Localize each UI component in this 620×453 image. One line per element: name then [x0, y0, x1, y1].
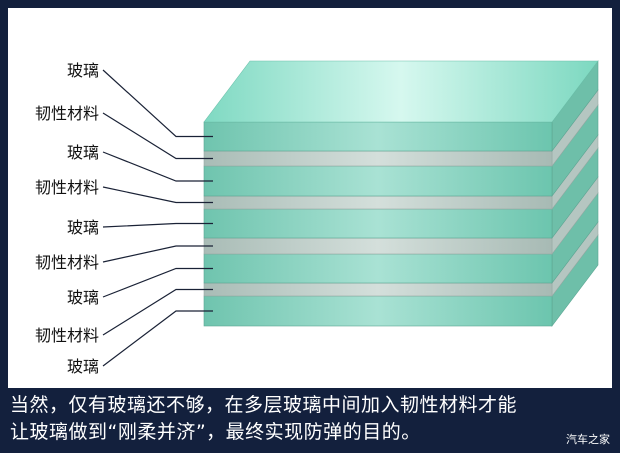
layer-label: 韧性材料: [35, 178, 99, 197]
leader-line: [102, 288, 213, 336]
caption-line-2: 让玻璃做到“刚柔并济”，最终实现防弹的目的。: [10, 421, 421, 443]
layer-front-face: [203, 237, 553, 255]
layer-glass: [203, 60, 599, 152]
layer-top-face: [203, 60, 599, 123]
caption: 当然，仅有玻璃还不够，在多层玻璃中间加入韧性材料才能 让玻璃做到“刚柔并济”，最…: [10, 392, 610, 446]
leader-line: [102, 186, 213, 204]
layer-glass: [203, 104, 599, 197]
layer-label: 韧性材料: [35, 253, 99, 272]
watermark-logo: 汽车之家: [566, 433, 610, 446]
layer-front-face: [203, 150, 553, 167]
layer-label: 玻璃: [67, 357, 99, 376]
layer-glass: [203, 192, 599, 284]
layer-tough-material: [203, 89, 599, 167]
caption-line-1: 当然，仅有玻璃还不够，在多层玻璃中间加入韧性材料才能: [10, 394, 518, 416]
layer-label: 韧性材料: [35, 326, 99, 345]
leader-line: [102, 222, 213, 228]
leader-line: [102, 69, 213, 138]
layer-front-face: [203, 282, 553, 297]
layer-glass: [203, 147, 599, 239]
leader-line: [102, 245, 213, 263]
layer-label: 玻璃: [67, 61, 99, 80]
layer-front-face: [203, 121, 553, 152]
layer-front-face: [203, 208, 553, 239]
leader-line: [102, 310, 213, 367]
layer-front-face: [203, 165, 553, 197]
leader-line: [102, 267, 213, 298]
layer-front-face: [203, 195, 553, 210]
layer-label: 玻璃: [67, 288, 99, 307]
layer-label: 玻璃: [67, 218, 99, 237]
layer-label: 玻璃: [67, 143, 99, 162]
layer-front-face: [203, 295, 553, 327]
leader-line: [102, 112, 213, 160]
leader-line: [102, 151, 213, 182]
layer-label: 韧性材料: [35, 104, 99, 123]
layer-glass: [203, 234, 599, 327]
layer-front-face: [203, 253, 553, 284]
